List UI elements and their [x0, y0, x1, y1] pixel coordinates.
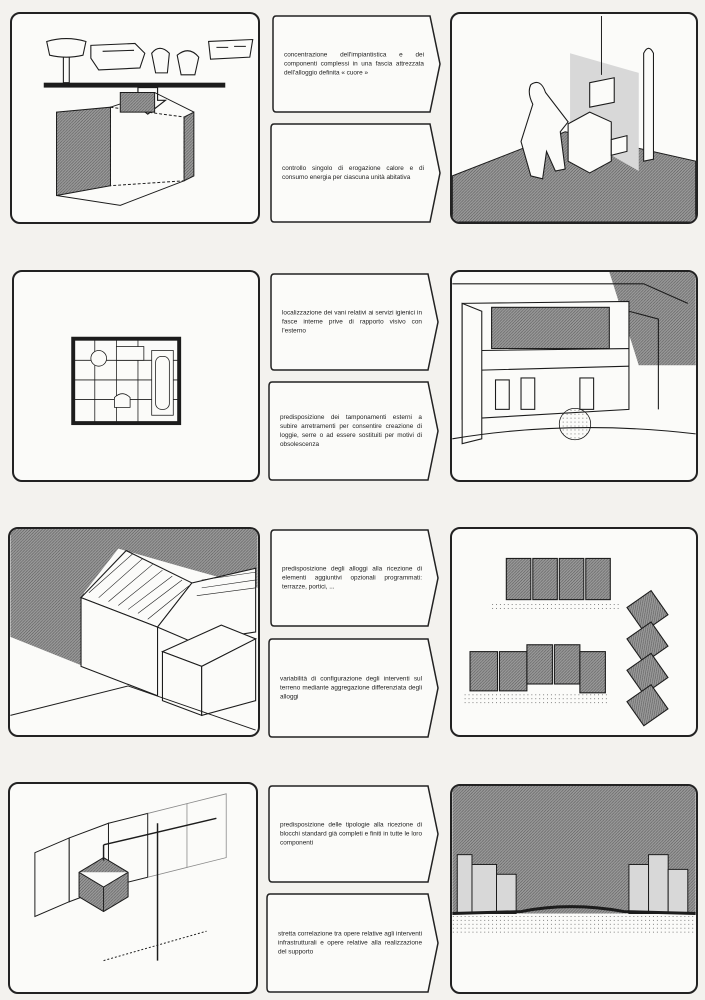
sketch-aggregation-plan [450, 527, 698, 737]
note-row4-bottom: stretta correlazione tra opere relative … [266, 892, 440, 994]
sketch-sanitary-core [10, 12, 260, 224]
sketch-bathroom-plan [12, 270, 260, 482]
note-text: localizzazione dei vani relativi ai serv… [282, 309, 422, 335]
note-row2-bottom: predisposizione dei tamponamenti esterni… [268, 380, 440, 482]
note-text: stretta correlazione tra opere relative … [278, 930, 422, 956]
note-row3-bottom: variabilità di configurazione degli inte… [268, 637, 440, 739]
sketch-loggia-facade [450, 270, 698, 482]
sketch-heating-unit [450, 12, 698, 224]
note-row4-top: predisposizione delle tipologie alla ric… [268, 784, 440, 884]
note-text: controllo singolo di erogazione calore e… [282, 165, 424, 181]
sketch-infrastructure-section [450, 784, 698, 994]
sketch-block-crane [8, 782, 258, 994]
note-text: predisposizione delle tipologie alla ric… [280, 821, 422, 847]
note-text: variabilità di configurazione degli inte… [280, 675, 422, 701]
note-text: concentrazione dell'impiantistica e dei … [284, 51, 424, 77]
sketch-house-additions [8, 527, 260, 737]
note-text: predisposizione dei tamponamenti esterni… [280, 414, 422, 448]
note-row1-bottom: controllo singolo di erogazione calore e… [270, 122, 442, 224]
note-text: predisposizione degli alloggi alla ricez… [282, 565, 422, 591]
note-row1-top: concentrazione dell'impiantistica e dei … [272, 14, 442, 114]
note-row3-top: predisposizione degli alloggi alla ricez… [270, 528, 440, 628]
note-row2-top: localizzazione dei vani relativi ai serv… [270, 272, 440, 372]
